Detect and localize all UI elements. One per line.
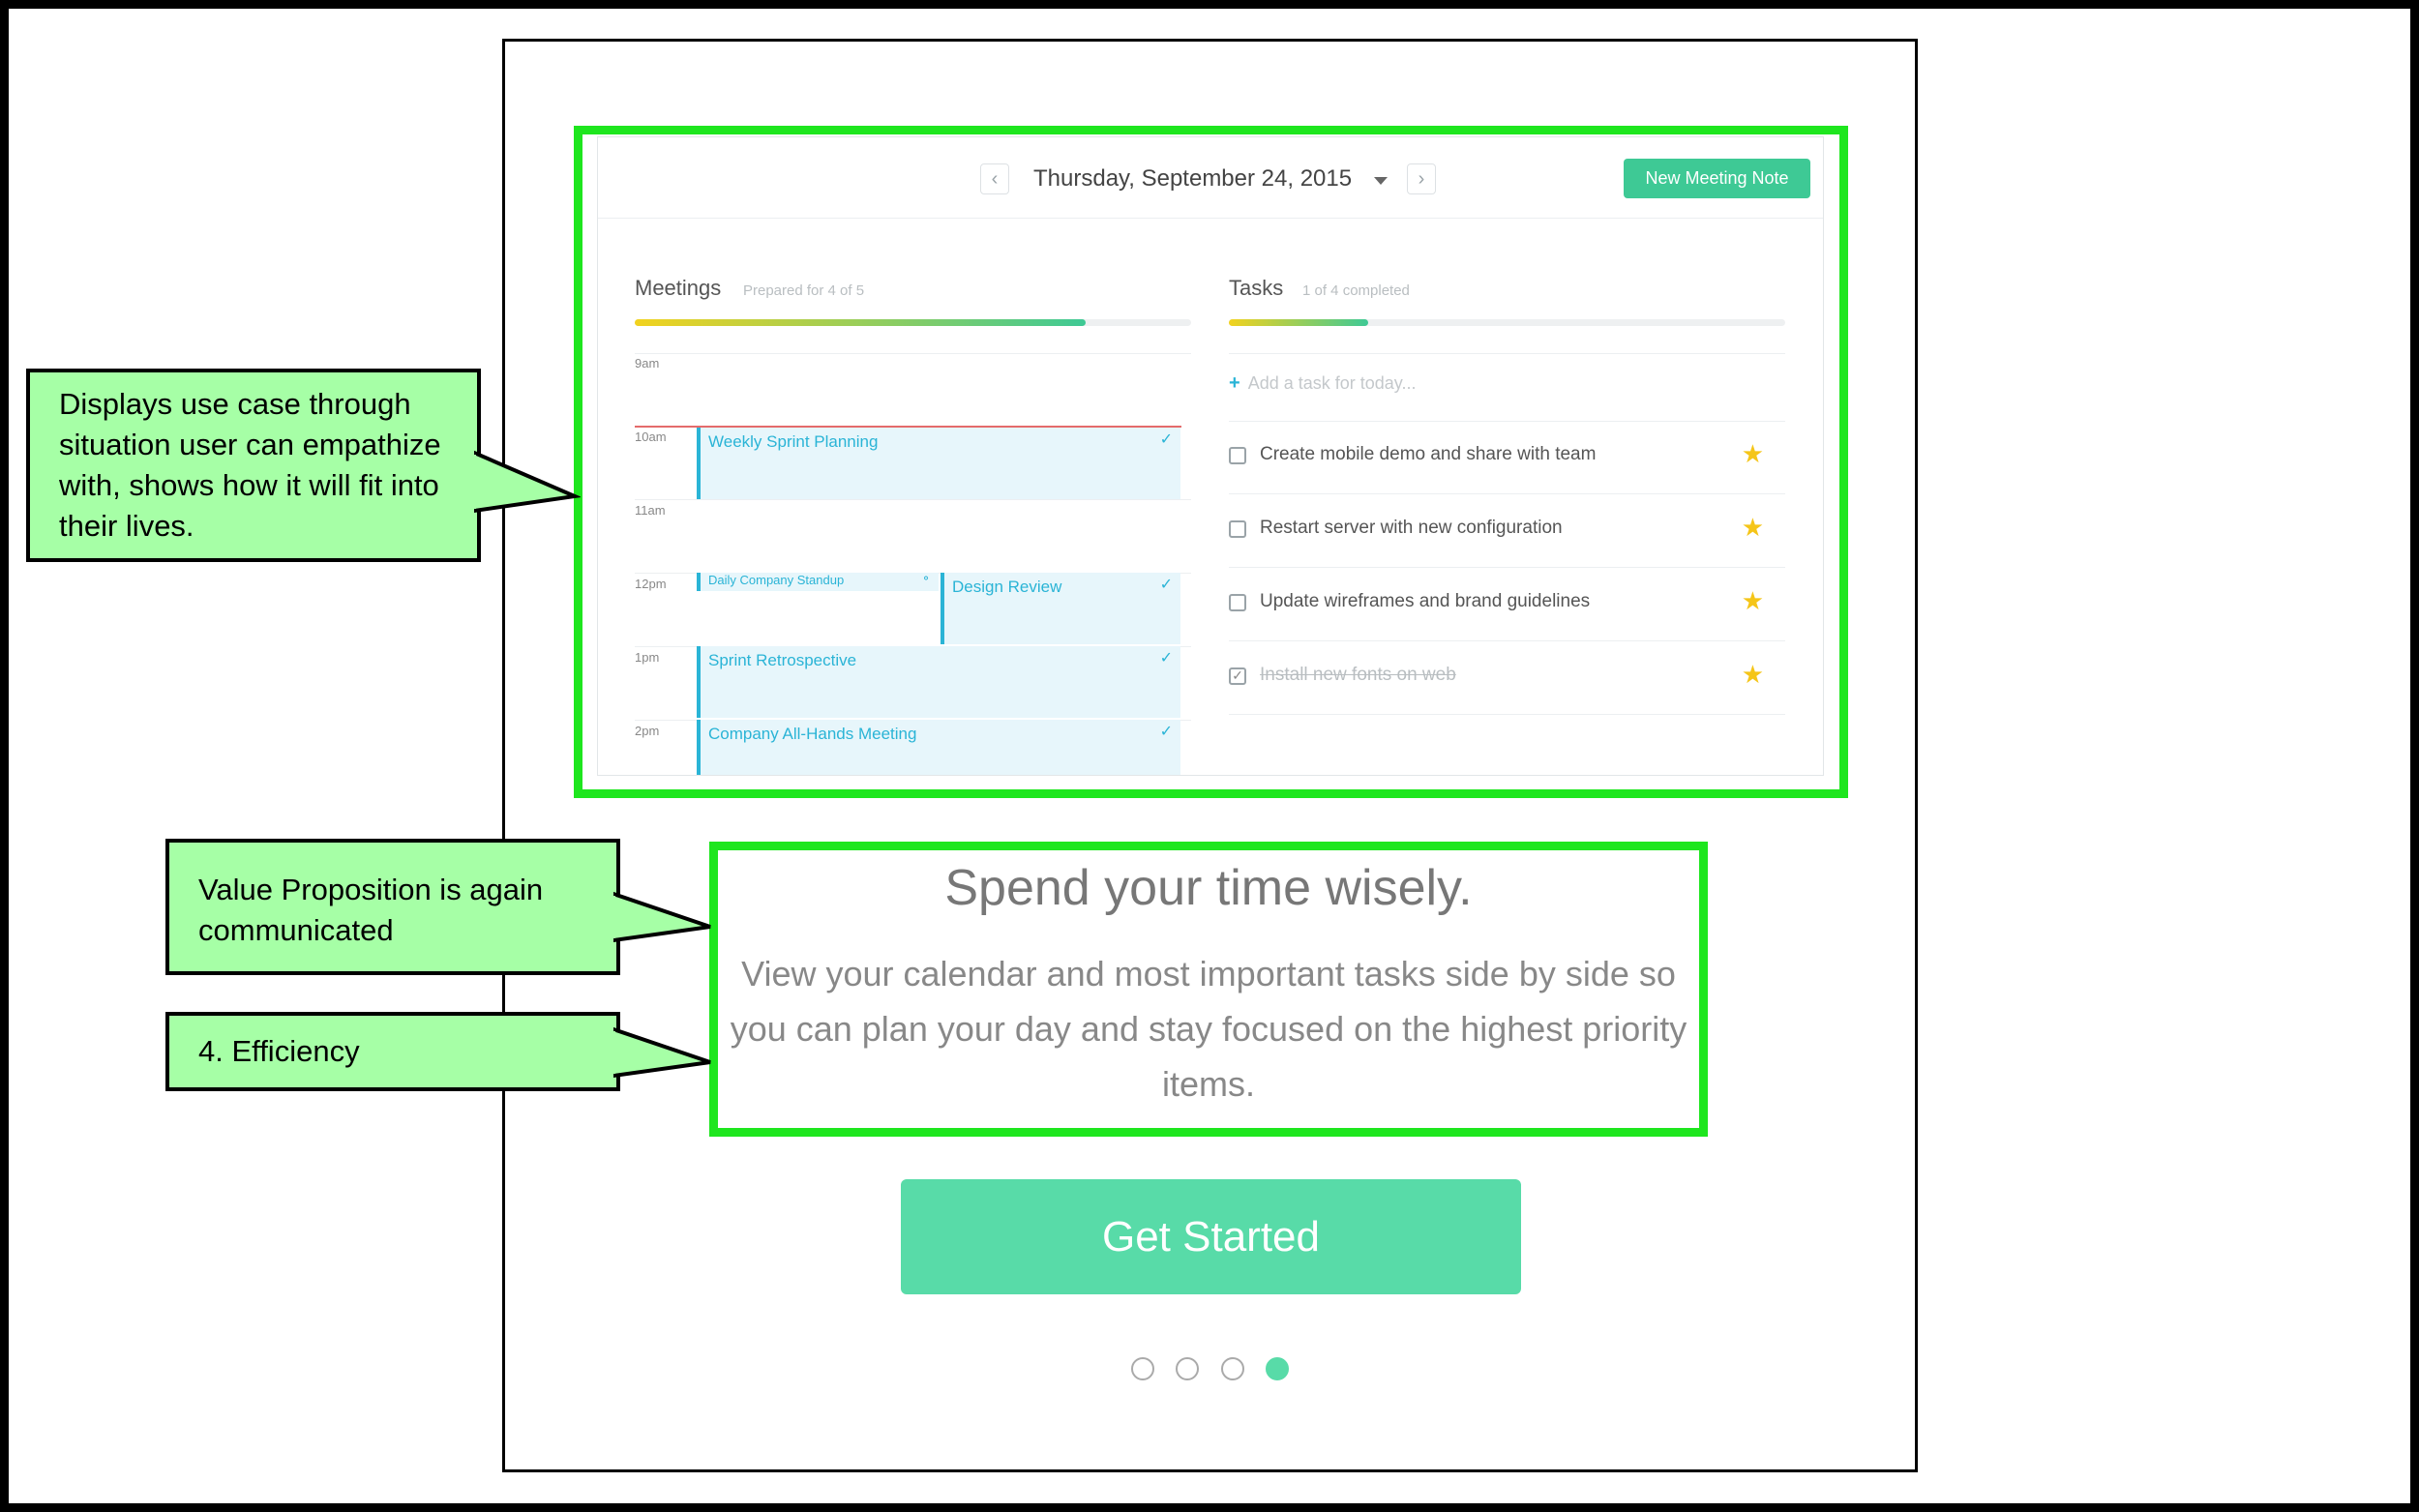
callout-value-proposition: Value Proposition is again communicated <box>165 839 620 975</box>
check-icon: ✓ <box>1159 577 1173 593</box>
app-header: ‹ Thursday, September 24, 2015 › New Mee… <box>598 137 1823 219</box>
task-item[interactable]: ✓ Install new fonts on web ★ <box>1229 641 1785 715</box>
callout-pointer <box>613 1026 711 1079</box>
star-icon[interactable]: ★ <box>1741 439 1764 468</box>
task-label: Create mobile demo and share with team <box>1260 444 1597 464</box>
new-meeting-note-button[interactable]: New Meeting Note <box>1624 159 1810 198</box>
time-label: 11am <box>635 503 666 518</box>
pagination-dot[interactable] <box>1131 1357 1154 1380</box>
meetings-title: Meetings <box>635 276 722 300</box>
event-title: Sprint Retrospective <box>708 651 857 669</box>
tasks-progress-bar <box>1229 319 1785 326</box>
tasks-subtitle: 1 of 4 completed <box>1302 282 1410 299</box>
divider <box>635 499 1191 500</box>
checkbox[interactable] <box>1229 447 1246 464</box>
event-title: Design Review <box>952 578 1062 596</box>
check-icon: ✓ <box>1159 724 1173 740</box>
callout-efficiency: 4. Efficiency <box>165 1012 620 1091</box>
current-time-indicator <box>635 426 1181 428</box>
check-icon: ✓ <box>1159 431 1173 448</box>
chevron-right-icon: › <box>1418 168 1425 190</box>
calendar-event[interactable]: Weekly Sprint Planning ✓ <box>697 428 1180 499</box>
event-title: Company All-Hands Meeting <box>708 725 917 743</box>
check-icon: ✓ <box>1159 650 1173 667</box>
callout-use-case: Displays use case through situation user… <box>26 369 481 562</box>
body-copy: View your calendar and most important ta… <box>730 954 1687 1104</box>
meetings-subtitle: Prepared for 4 of 5 <box>743 282 865 299</box>
task-item[interactable]: Restart server with new configuration ★ <box>1229 494 1785 568</box>
divider <box>1229 421 1785 422</box>
next-day-button[interactable]: › <box>1407 163 1436 194</box>
star-icon[interactable]: ★ <box>1741 586 1764 615</box>
task-label: Restart server with new configuration <box>1260 518 1563 538</box>
pagination-dot[interactable] <box>1221 1357 1244 1380</box>
value-proposition-highlight-box <box>709 842 1708 1137</box>
time-label: 9am <box>635 356 660 371</box>
task-item[interactable]: Update wireframes and brand guidelines ★ <box>1229 568 1785 641</box>
headline: Spend your time wisely. <box>944 860 1473 916</box>
tasks-progress-fill <box>1229 319 1368 326</box>
caret-down-icon[interactable] <box>1374 177 1388 185</box>
divider <box>635 353 1191 354</box>
meetings-progress-bar <box>635 319 1191 326</box>
task-label: Install new fonts on web <box>1260 665 1456 685</box>
callout-pointer <box>613 891 711 943</box>
add-task-input[interactable]: + Add a task for today... <box>1229 372 1416 395</box>
event-title: Daily Company Standup <box>708 573 845 587</box>
star-icon[interactable]: ★ <box>1741 660 1764 689</box>
get-started-button[interactable]: Get Started <box>901 1179 1521 1294</box>
add-task-placeholder: Add a task for today... <box>1247 373 1417 393</box>
task-item[interactable]: Create mobile demo and share with team ★ <box>1229 421 1785 494</box>
chevron-left-icon: ‹ <box>991 168 999 190</box>
time-label: 10am <box>635 430 667 444</box>
calendar-event[interactable]: Sprint Retrospective ✓ <box>697 646 1180 718</box>
checkbox[interactable] <box>1229 594 1246 611</box>
event-title: Weekly Sprint Planning <box>708 432 879 451</box>
time-label: 1pm <box>635 650 660 665</box>
calendar-event[interactable]: Daily Company Standup ⚬ <box>697 572 939 591</box>
calendar-event[interactable]: Company All-Hands Meeting ✓ <box>697 720 1180 775</box>
task-label: Update wireframes and brand guidelines <box>1260 591 1591 611</box>
meetings-progress-fill <box>635 319 1086 326</box>
calendar-event[interactable]: Design Review ✓ <box>941 573 1180 644</box>
checkbox-checked[interactable]: ✓ <box>1229 667 1246 685</box>
previous-day-button[interactable]: ‹ <box>980 163 1009 194</box>
pagination-dot[interactable] <box>1176 1357 1199 1380</box>
lock-icon: ⚬ <box>920 572 931 585</box>
plus-icon: + <box>1229 372 1240 394</box>
divider <box>1229 353 1785 354</box>
callout-pointer <box>474 450 581 514</box>
tasks-title: Tasks <box>1229 276 1284 300</box>
screenshot-highlight-box <box>574 126 1848 798</box>
date-label[interactable]: Thursday, September 24, 2015 <box>1033 165 1353 192</box>
checkbox[interactable] <box>1229 520 1246 538</box>
time-label: 12pm <box>635 577 667 591</box>
pagination-dot-active[interactable] <box>1266 1357 1289 1380</box>
app-screenshot: ‹ Thursday, September 24, 2015 › New Mee… <box>597 136 1824 776</box>
time-label: 2pm <box>635 724 660 738</box>
star-icon[interactable]: ★ <box>1741 513 1764 542</box>
